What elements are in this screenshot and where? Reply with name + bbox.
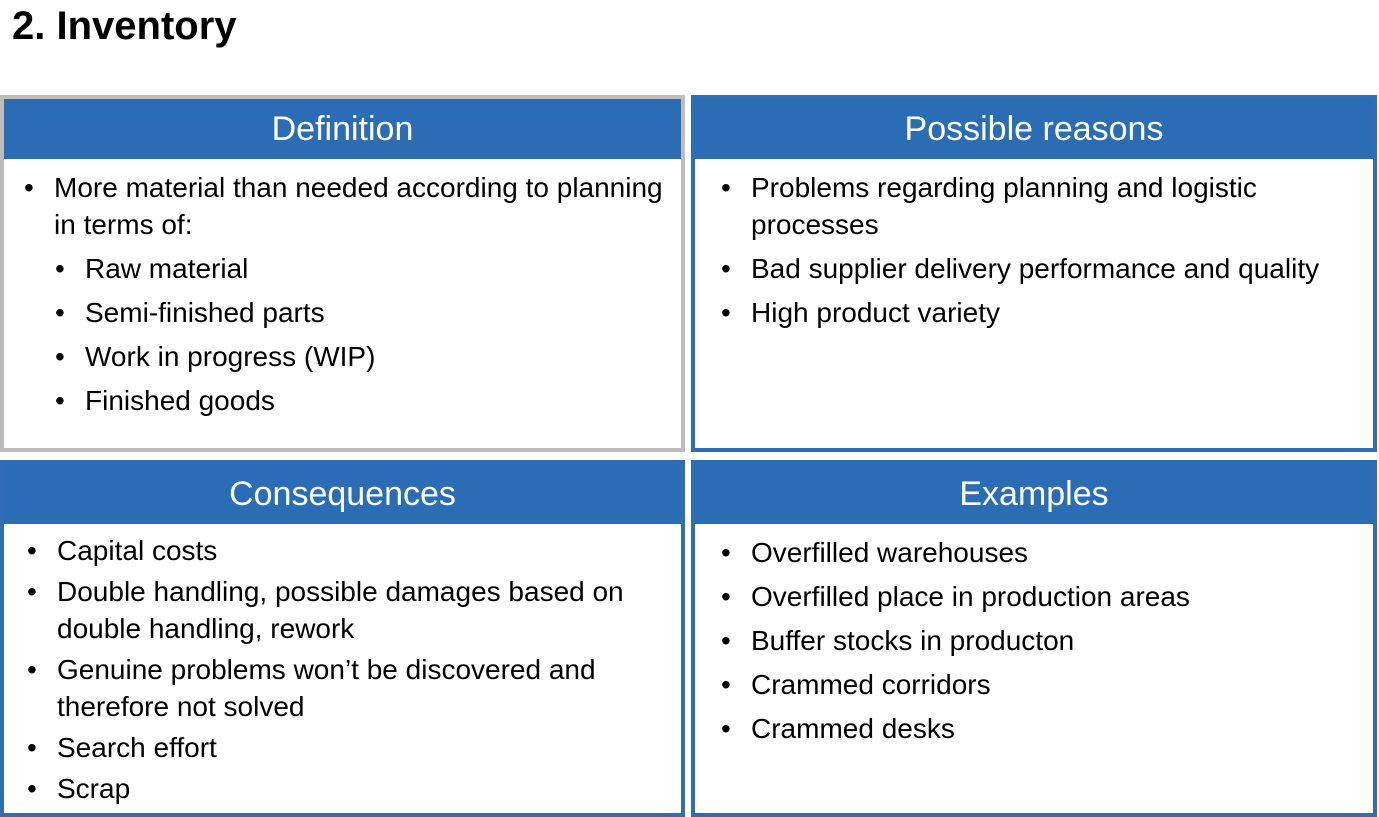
consequences-list: Capital costs Double handling, possible …	[4, 532, 681, 807]
examples-item: Buffer stocks in producton	[721, 622, 1373, 659]
definition-subitem: Work in progress (WIP)	[55, 338, 681, 375]
examples-item: Overfilled place in production areas	[721, 578, 1373, 615]
definition-sublist: Raw material Semi-finished parts Work in…	[54, 250, 681, 419]
definition-subitem: Semi-finished parts	[55, 294, 681, 331]
examples-header: Examples	[695, 464, 1373, 527]
definition-body: More material than needed according to p…	[4, 162, 681, 419]
definition-subitem: Raw material	[55, 250, 681, 287]
reasons-box: Possible reasons Problems regarding plan…	[691, 95, 1377, 452]
definition-subitem: Finished goods	[55, 382, 681, 419]
consequences-header: Consequences	[4, 464, 681, 527]
examples-body: Overfilled warehouses Overfilled place i…	[695, 527, 1373, 747]
examples-item: Crammed corridors	[721, 666, 1373, 703]
reasons-body: Problems regarding planning and logistic…	[695, 162, 1373, 331]
definition-list: More material than needed according to p…	[4, 169, 681, 419]
consequences-body: Capital costs Double handling, possible …	[4, 527, 681, 807]
reasons-list: Problems regarding planning and logistic…	[695, 169, 1373, 331]
examples-item: Overfilled warehouses	[721, 534, 1373, 571]
examples-list: Overfilled warehouses Overfilled place i…	[695, 534, 1373, 747]
examples-item: Crammed desks	[721, 710, 1373, 747]
consequences-item: Double handling, possible damages based …	[27, 573, 667, 647]
consequences-item: Search effort	[27, 729, 667, 766]
definition-box: Definition More material than needed acc…	[0, 95, 685, 452]
page-title: 2. Inventory	[12, 4, 237, 48]
reasons-item: Bad supplier delivery performance and qu…	[721, 250, 1333, 287]
consequences-item: Capital costs	[27, 532, 667, 569]
consequences-item: Genuine problems won’t be discovered and…	[27, 651, 667, 725]
reasons-item: High product variety	[721, 294, 1333, 331]
consequences-item: Scrap	[27, 770, 667, 807]
definition-item-text: More material than needed according to p…	[54, 172, 663, 240]
reasons-item: Problems regarding planning and logistic…	[721, 169, 1333, 243]
consequences-box: Consequences Capital costs Double handli…	[0, 460, 685, 817]
reasons-header: Possible reasons	[695, 99, 1373, 162]
definition-header: Definition	[4, 99, 681, 162]
definition-item: More material than needed according to p…	[24, 169, 681, 419]
examples-box: Examples Overfilled warehouses Overfille…	[691, 460, 1377, 817]
